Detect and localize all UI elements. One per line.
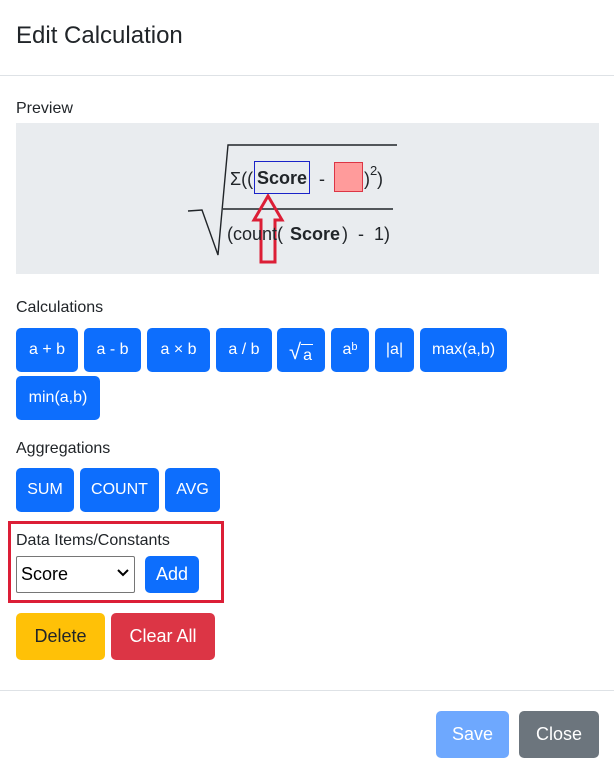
save-button[interactable]: Save: [436, 711, 509, 758]
formula-count-open: (count(: [227, 224, 284, 244]
footer-divider: [0, 690, 614, 691]
formula-close-paren-outer: ): [377, 169, 383, 189]
avg-button[interactable]: AVG: [165, 468, 220, 512]
close-button[interactable]: Close: [519, 711, 599, 758]
power-base: a: [342, 341, 352, 358]
data-items-highlight-frame: [8, 521, 224, 603]
power-exp: b: [351, 341, 358, 353]
data-item-select[interactable]: Score: [16, 556, 135, 593]
preview-label: Preview: [16, 100, 73, 117]
divide-button[interactable]: a / b: [216, 328, 272, 372]
add-data-item-button[interactable]: Add: [145, 556, 199, 593]
subtract-button[interactable]: a - b: [84, 328, 141, 372]
formula-exponent: 2: [370, 163, 378, 178]
modal-title: Edit Calculation: [16, 21, 183, 49]
delete-button[interactable]: Delete: [16, 613, 105, 660]
formula-close-paren: ): [364, 169, 370, 189]
chevron-down-icon: [117, 569, 129, 577]
radical-stroke: [187, 144, 397, 256]
empty-slot-placeholder[interactable]: [334, 162, 363, 192]
data-item-selected-value: Score: [21, 564, 69, 584]
calculations-label: Calculations: [16, 299, 104, 316]
red-arrow-icon: [251, 193, 285, 264]
formula-sigma-open: Σ((: [230, 169, 254, 189]
sqrt-radical: [187, 144, 397, 264]
count-button[interactable]: COUNT: [80, 468, 159, 512]
formula-count-field: Score: [290, 224, 341, 244]
formula-preview: Σ(( Score - ) 2 ) (count( Score ) - 1): [16, 123, 599, 274]
multiply-button[interactable]: a × b: [147, 328, 210, 372]
add-button[interactable]: a + b: [16, 328, 78, 372]
modal-header: Edit Calculation: [0, 0, 614, 76]
formula-count-rest: ) - 1): [342, 224, 390, 244]
formula-field-score[interactable]: Score: [254, 161, 310, 194]
max-button[interactable]: max(a,b): [420, 328, 507, 372]
aggregations-label: Aggregations: [16, 440, 111, 457]
min-button[interactable]: min(a,b): [16, 376, 100, 420]
sqrt-button[interactable]: √a: [277, 328, 325, 372]
formula-minus: -: [319, 169, 325, 189]
clear-all-button[interactable]: Clear All: [111, 613, 215, 660]
sqrt-icon: √: [289, 339, 302, 364]
data-items-label: Data Items/Constants: [16, 532, 170, 549]
sqrt-var: a: [301, 343, 313, 365]
sum-button[interactable]: SUM: [16, 468, 74, 512]
abs-button[interactable]: |a|: [375, 328, 414, 372]
